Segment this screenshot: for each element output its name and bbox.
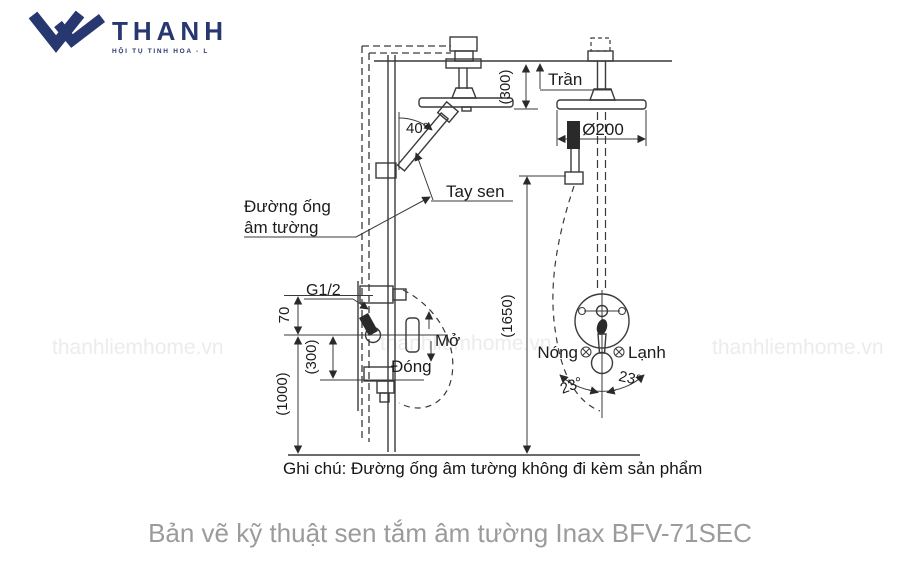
watermark-center: thanhliemhome.vn <box>380 332 552 355</box>
brand-logo-icon <box>28 10 106 53</box>
image-caption: Bản vẽ kỹ thuật sen tắm âm tường Inax BF… <box>148 518 752 548</box>
handle-swing-arc <box>559 374 645 392</box>
label-inlet-offset: 70 <box>276 307 293 324</box>
hand-shower-holder-front <box>567 121 580 149</box>
label-thread-size: G1/2 <box>306 282 341 299</box>
label-holder-height: (1650) <box>499 294 516 337</box>
valve-plate-front <box>574 293 630 349</box>
label-hand-shower-angle: 40° <box>406 120 429 137</box>
drawing-note: Ghi chú: Đường ống âm tường không đi kèm… <box>283 459 703 478</box>
overhead-shower-front <box>556 99 647 110</box>
front-view-assembly <box>552 37 647 418</box>
label-swing-right: 23° <box>617 368 643 389</box>
label-spout-offset: (300) <box>303 339 320 374</box>
label-concealed-pipe-line1: Đường ống <box>244 197 331 216</box>
label-swing-left: 23° <box>558 374 585 398</box>
label-valve-height: (1000) <box>274 372 291 415</box>
watermark-left: thanhliemhome.vn <box>52 336 224 359</box>
hand-shower <box>396 100 460 172</box>
label-concealed-pipe-line2: âm tường <box>244 218 319 237</box>
watermark-right: thanhliemhome.vn <box>712 336 884 359</box>
label-head-diameter: Ø200 <box>582 120 624 139</box>
label-ceiling-offset: (300) <box>497 69 514 104</box>
hot-tap-symbol <box>580 346 592 358</box>
label-ceiling: Trần <box>548 70 582 89</box>
brand-logo-text: THANH HỘI TỤ TINH HOA - L <box>112 17 228 56</box>
brand-logo: THANH HỘI TỤ TINH HOA - L <box>28 10 228 62</box>
label-close: Đóng <box>391 357 432 376</box>
valve-lever-side <box>359 313 378 336</box>
side-view-assembly <box>357 36 514 452</box>
label-hot: Nóng <box>537 343 578 362</box>
dimension-lines <box>244 63 612 454</box>
label-cold: Lạnh <box>628 343 666 362</box>
brand-name: THANH <box>112 15 228 46</box>
brand-tagline: HỘI TỤ TINH HOA - L <box>112 48 210 56</box>
hand-shower-holder-side <box>375 162 397 179</box>
cold-tap-symbol <box>613 346 625 358</box>
label-open: Mở <box>435 331 460 350</box>
label-hand-shower: Tay sen <box>446 182 505 201</box>
hand-shower-hose-front <box>552 185 601 412</box>
